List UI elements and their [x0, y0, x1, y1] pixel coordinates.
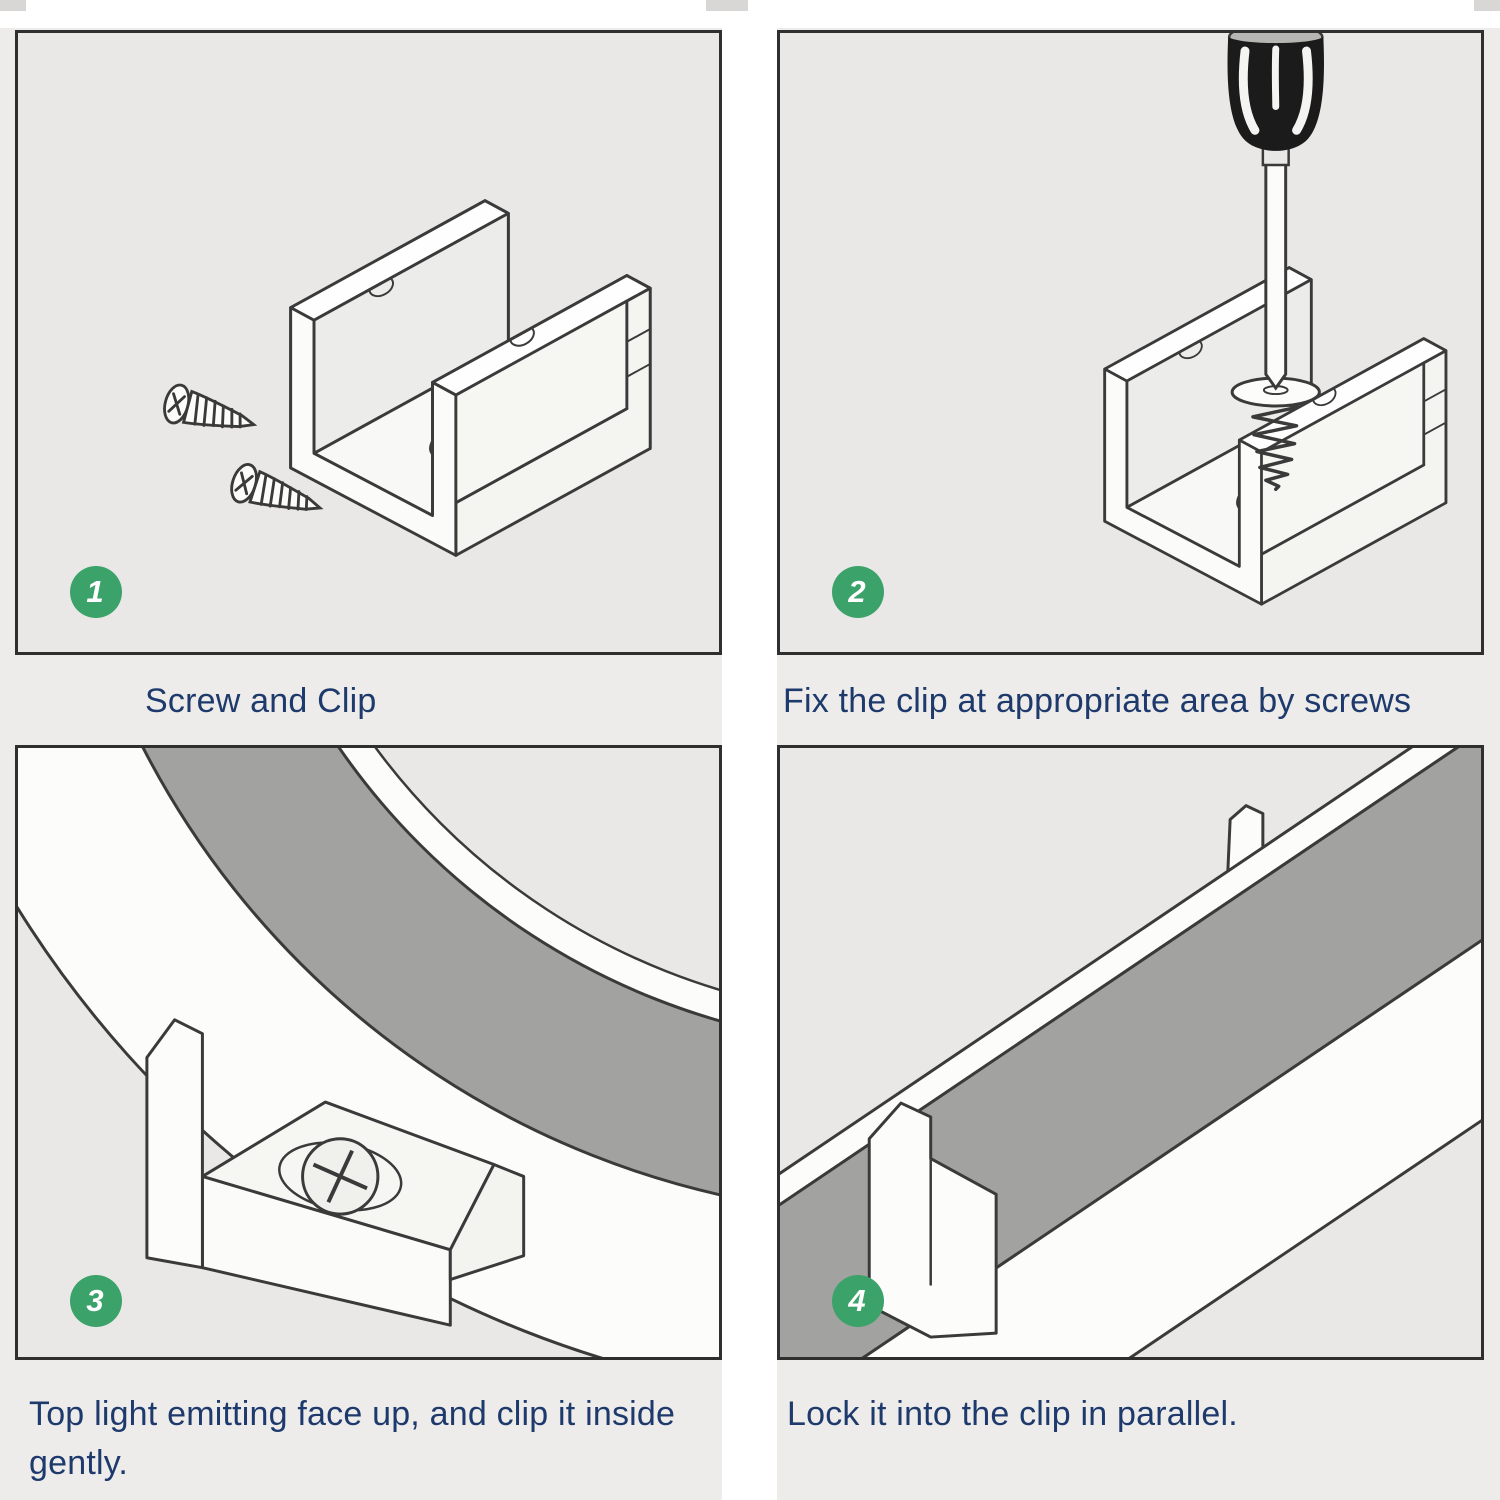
- step-caption: Top light emitting face up, and clip it …: [29, 1395, 676, 1483]
- step-number-badge: 3: [70, 1275, 122, 1327]
- curved-neon-strip: [18, 748, 719, 1357]
- curved-strip-clip-illustration: [18, 748, 719, 1357]
- step-1-panel: 1: [15, 30, 722, 655]
- row-top: 1 Screw and Clip: [15, 30, 1485, 745]
- column-seam: [722, 0, 777, 1500]
- step-number: 3: [86, 1283, 104, 1318]
- step-3-panel: 3: [15, 745, 722, 1360]
- step-number: 4: [848, 1283, 866, 1318]
- mounting-clip: [289, 199, 652, 557]
- clip-and-screws-illustration: [159, 199, 652, 557]
- step-cell-4: 4 Lock it into the clip in parallel.: [777, 745, 1484, 1489]
- clip-right-tab: [448, 1163, 526, 1282]
- parallel-strip-clip-illustration: [780, 748, 1481, 1357]
- top-edge-artifact: [1474, 0, 1500, 11]
- step-cell-1: 1 Screw and Clip: [15, 30, 722, 745]
- row-bottom: 3 Top light emitting face up, and clip i…: [15, 745, 1485, 1489]
- clip-front-tab: [145, 1018, 204, 1270]
- step-number: 1: [86, 574, 104, 609]
- screw-icon: [159, 380, 261, 445]
- top-white-strip: [0, 0, 1500, 28]
- screwdriver-icon: [1227, 33, 1324, 391]
- top-edge-artifact: [706, 0, 748, 11]
- screw-head-icon: [278, 1137, 403, 1216]
- step-number-badge: 1: [70, 566, 122, 618]
- step-2-panel: 2: [777, 30, 1484, 655]
- step-cell-3: 3 Top light emitting face up, and clip i…: [15, 745, 722, 1489]
- step-4-panel: 4: [777, 745, 1484, 1360]
- screwdriver-shaft: [1264, 160, 1288, 391]
- strip-side-face: [861, 939, 1481, 1357]
- step-number-badge: 2: [832, 566, 884, 618]
- clip-front-plate: [867, 1101, 998, 1339]
- step-number-badge: 4: [832, 1275, 884, 1327]
- mounting-clip: [145, 1018, 526, 1327]
- step-caption: Lock it into the clip in parallel.: [787, 1395, 1238, 1433]
- step-caption: Fix the clip at appropriate area by scre…: [783, 682, 1412, 720]
- mounting-clip: [867, 1101, 998, 1339]
- screwdriver-clip-illustration: [1103, 33, 1448, 606]
- step-cell-2: 2 Fix the clip at appropriate area by sc…: [777, 30, 1484, 745]
- top-edge-artifact: [0, 0, 26, 11]
- step-caption: Screw and Clip: [145, 682, 377, 720]
- coil-screw-icon: [1251, 396, 1301, 491]
- step-number: 2: [848, 574, 866, 609]
